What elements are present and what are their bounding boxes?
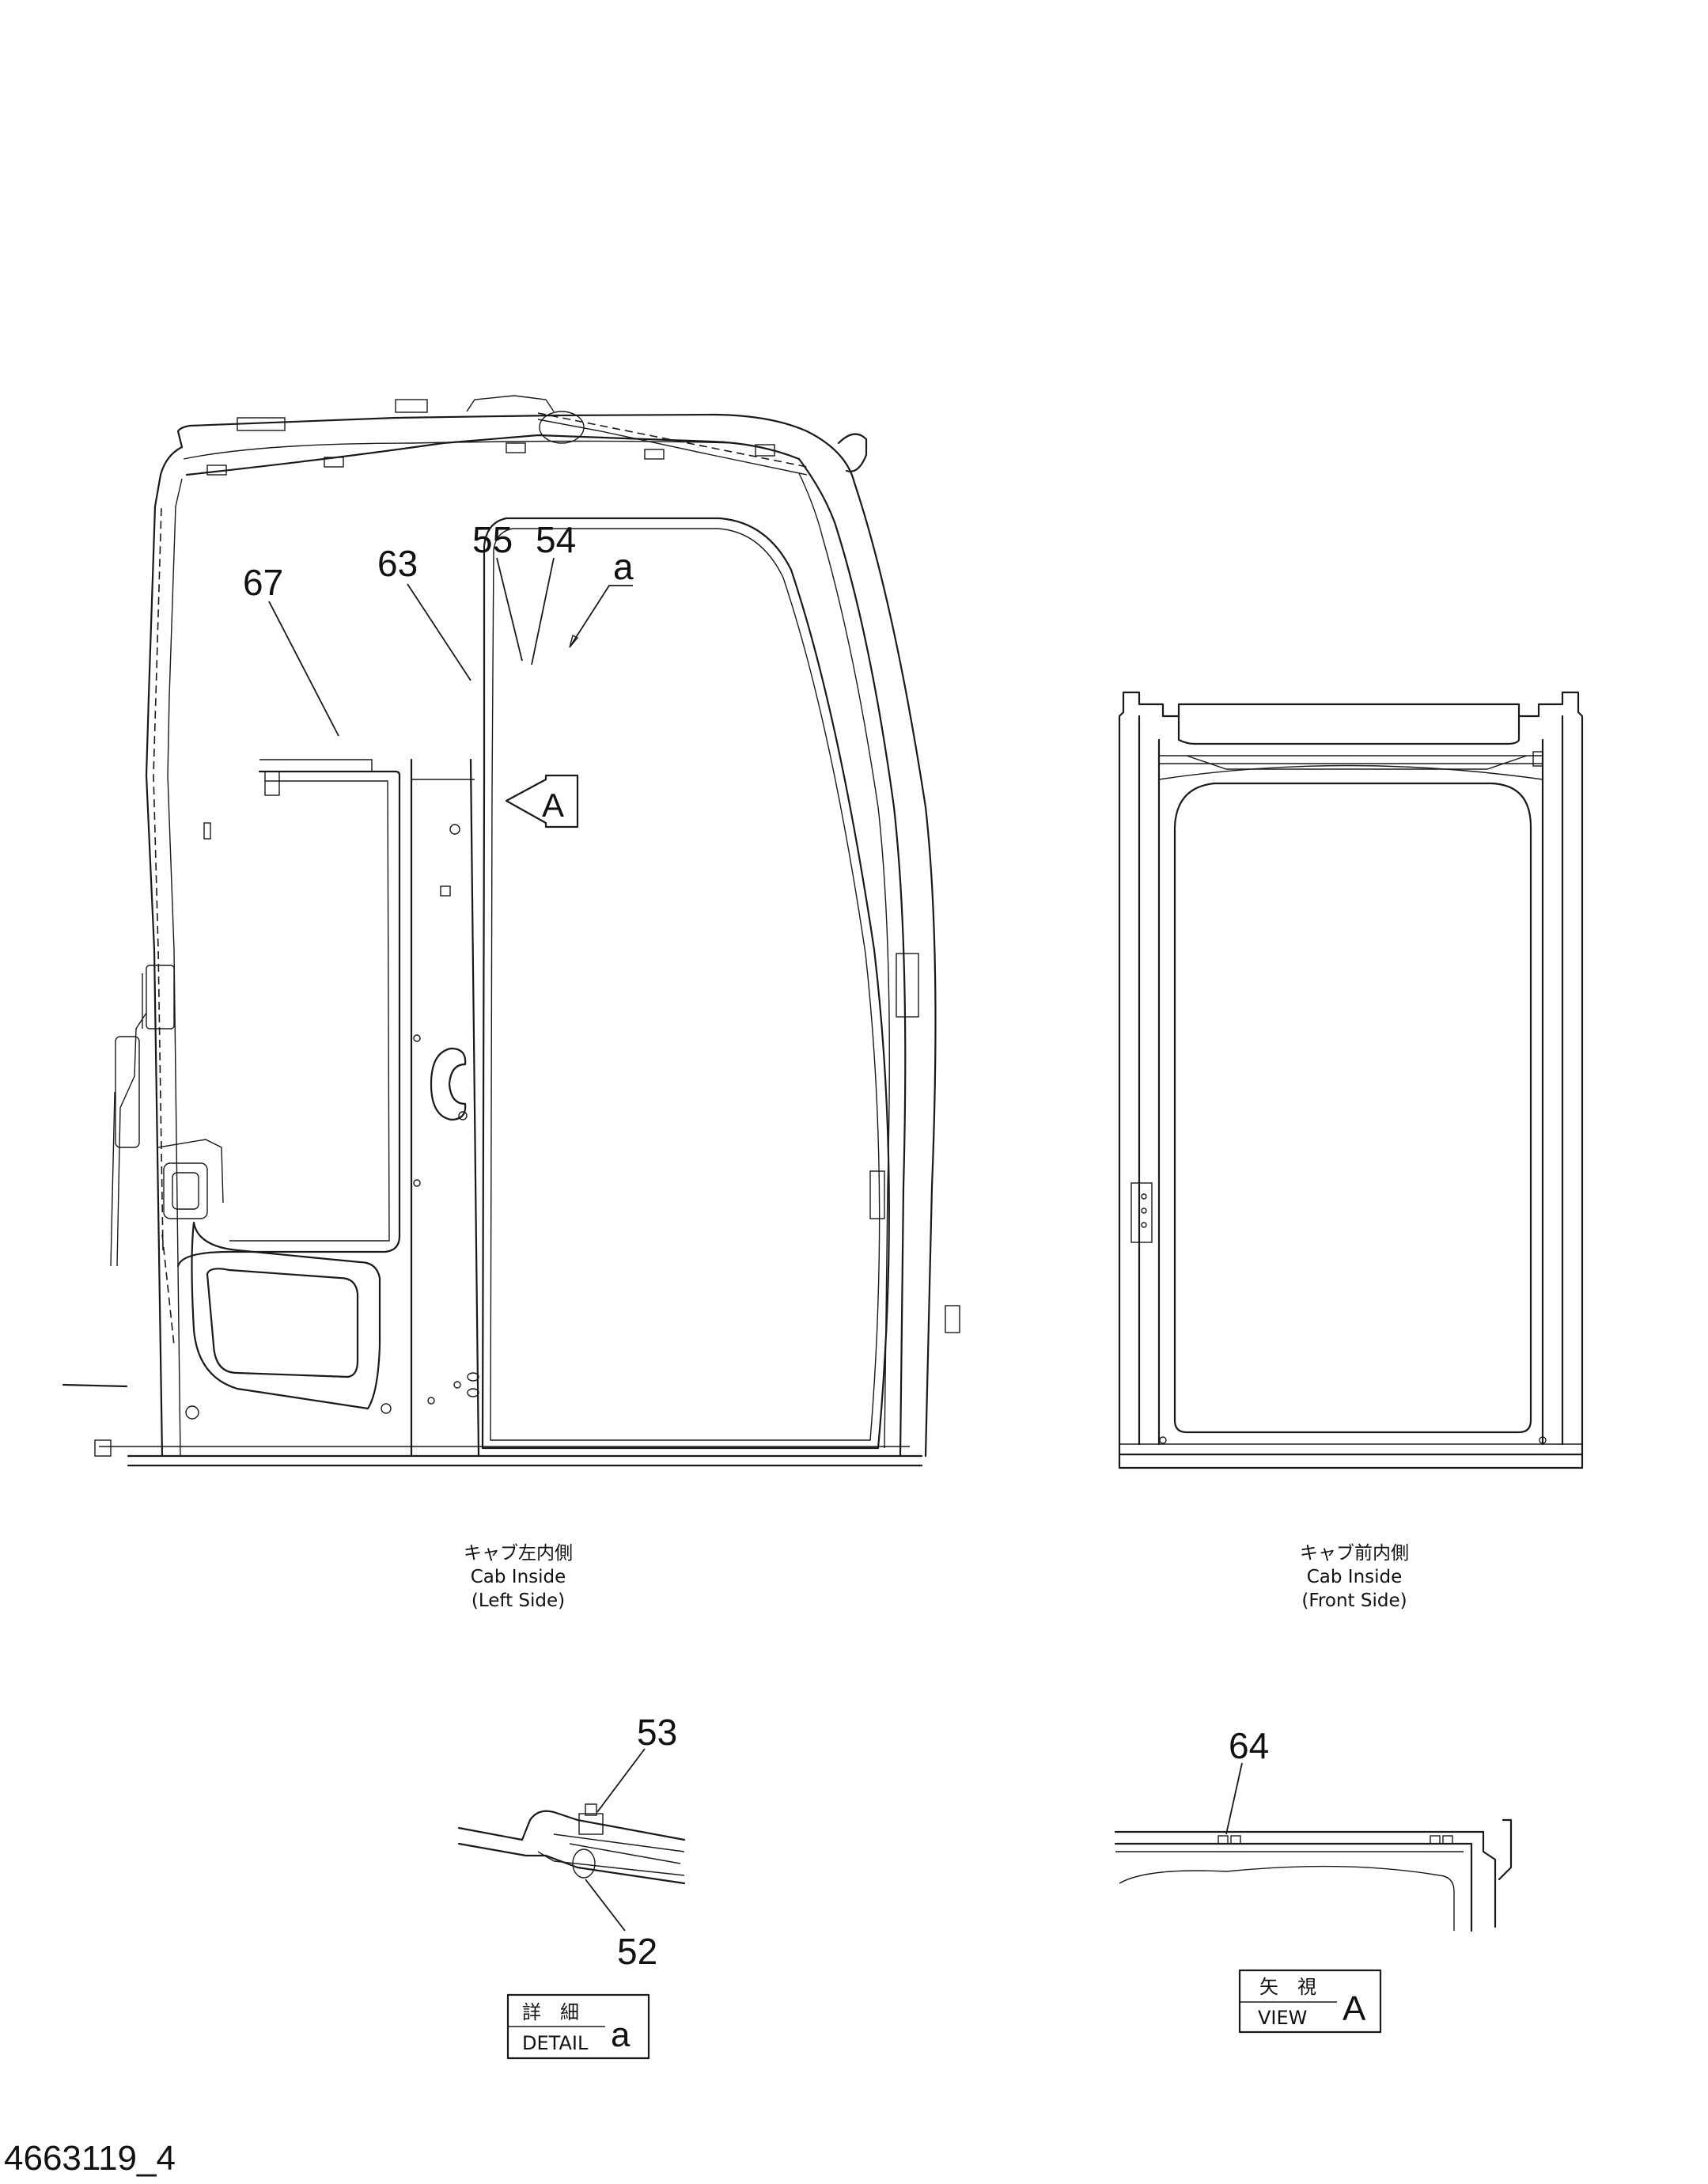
left-view-caption: キャブ左内側 Cab Inside (Left Side) [464,1543,573,1611]
detail-label-en: DETAIL [522,2032,589,2054]
detail-a-section [457,1803,686,1885]
right-view-caption: キャブ前内側 Cab Inside (Front Side) [1300,1543,1409,1611]
callout-a: a [613,546,634,587]
leader-lines [268,557,1243,1932]
callout-63: 63 [377,543,418,584]
right-caption-en1: Cab Inside [1307,1567,1403,1587]
callout-52: 52 [617,1931,657,1972]
right-caption-en2: (Front Side) [1301,1591,1407,1611]
document-number: 4663119_4 [4,2139,176,2178]
callout-53: 53 [637,1712,677,1753]
left-caption-jp: キャブ左内側 [464,1543,573,1564]
callout-55: 55 [472,519,513,560]
left-caption-en2: (Left Side) [471,1591,565,1611]
view-arrow-letter: A [542,787,564,824]
view-label-en: VIEW [1258,2007,1307,2029]
right-caption-jp: キャブ前内側 [1300,1543,1409,1564]
callout-64: 64 [1229,1725,1269,1766]
left-caption-en1: Cab Inside [471,1567,566,1587]
view-a-section [1114,1818,1513,1932]
view-label-letter: A [1343,1989,1366,2028]
view-label-jp: 矢 視 [1259,1976,1316,1998]
detail-label-box: 詳 細 DETAIL a [506,1993,650,2060]
cab-front-side-view [1118,691,1584,1469]
cab-left-side-view [62,395,960,1467]
detail-label-jp: 詳 細 [522,2001,579,2023]
callout-67: 67 [243,562,283,603]
view-label-box: 矢 視 VIEW A [1238,1969,1382,2034]
detail-label-letter: a [611,2015,631,2054]
callout-54: 54 [536,519,576,560]
